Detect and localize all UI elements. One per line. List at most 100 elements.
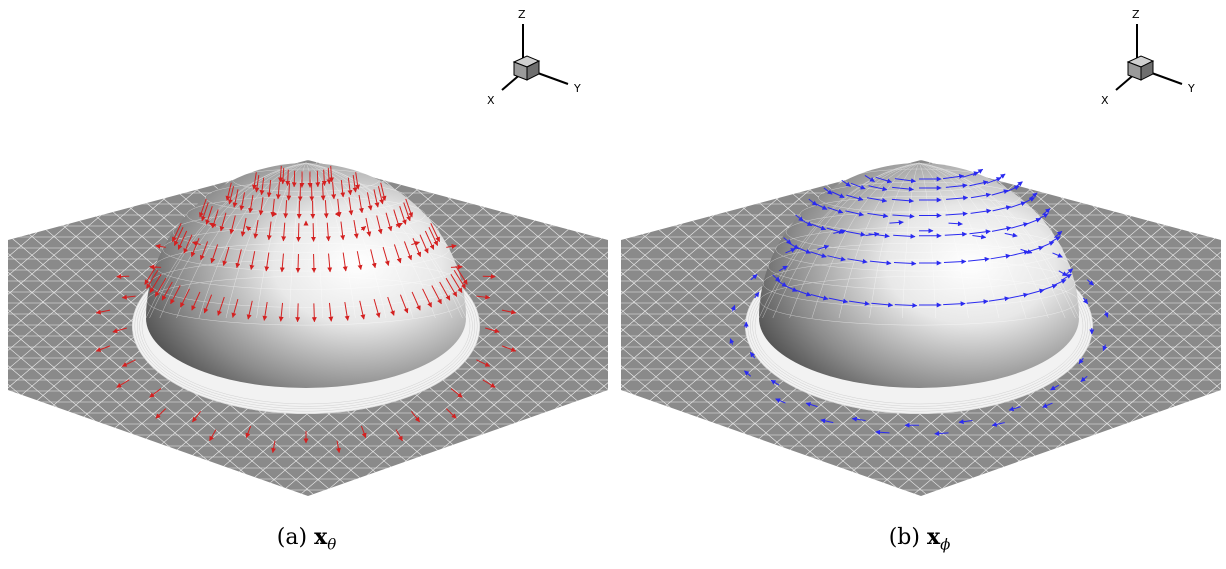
vector-arrow xyxy=(340,179,346,198)
vector-arrow xyxy=(992,205,1012,212)
dome-a xyxy=(132,162,480,414)
vector-arrow xyxy=(1042,208,1051,216)
vector-arrow xyxy=(246,300,253,320)
axes-cube-right xyxy=(1140,60,1154,81)
vector-arrow xyxy=(866,197,888,203)
vector-arrow xyxy=(795,289,812,297)
vector-field-a xyxy=(95,165,517,454)
vector-arrow xyxy=(387,296,395,316)
vector-arrow xyxy=(266,221,272,241)
vector-arrow xyxy=(865,231,880,237)
vector-arrow xyxy=(958,419,973,425)
vector-arrow xyxy=(1041,284,1058,291)
vector-arrow xyxy=(945,183,968,189)
vector-arrow xyxy=(172,223,182,243)
vector-arrow xyxy=(291,170,297,188)
vector-arrow xyxy=(485,327,500,334)
vector-arrow xyxy=(146,269,159,289)
caption-a-prefix: (a) xyxy=(276,525,308,550)
vector-arrow xyxy=(380,182,387,202)
dome-surface xyxy=(759,163,1079,388)
vector-arrow xyxy=(283,200,289,219)
vector-arrow xyxy=(279,253,285,273)
vector-arrow xyxy=(1008,406,1021,412)
vector-arrow xyxy=(373,189,380,208)
vector-arrow xyxy=(892,186,914,192)
vector-arrow xyxy=(155,243,166,249)
vector-arrow xyxy=(810,293,829,301)
vector-arrow xyxy=(864,175,875,182)
vector-arrow xyxy=(376,215,383,235)
vector-arrow xyxy=(335,440,341,454)
vector-arrow xyxy=(831,191,845,198)
vector-arrow xyxy=(1040,241,1055,248)
vector-arrow xyxy=(422,288,432,308)
vector-arrow xyxy=(411,241,421,246)
vector-arrow xyxy=(772,274,781,282)
vector-arrow xyxy=(340,221,346,241)
y-axis-label: Y xyxy=(573,82,581,95)
vector-arrow xyxy=(190,238,200,258)
vector-arrow xyxy=(278,302,284,322)
vector-arrow xyxy=(248,194,254,214)
vector-arrow xyxy=(1061,273,1072,281)
vector-arrow xyxy=(893,260,917,266)
vector-arrow xyxy=(231,299,239,318)
vector-arrow xyxy=(1004,232,1018,238)
vector-arrow xyxy=(966,299,989,305)
vector-arrow xyxy=(501,309,517,315)
vector-arrow xyxy=(970,208,992,214)
vector-arrow xyxy=(210,244,219,264)
axes-triad-a: Z X Y xyxy=(487,8,581,107)
x-axis-label: X xyxy=(487,94,495,107)
vector-arrow xyxy=(787,242,800,250)
vector-arrow xyxy=(823,187,833,195)
vector-arrow xyxy=(370,249,377,269)
vector-arrow xyxy=(95,345,111,352)
vector-arrow xyxy=(891,198,914,204)
panel-b: Z X Y (b) xϕ xyxy=(613,0,1226,569)
axes-triad-b: Z X Y xyxy=(1101,8,1195,107)
dome-b xyxy=(745,162,1093,414)
vector-arrow xyxy=(754,291,760,299)
caption-a-subscript: θ xyxy=(327,535,337,554)
vector-arrow xyxy=(272,210,278,217)
vector-arrow xyxy=(1103,311,1109,318)
y-axis-line xyxy=(1148,71,1183,85)
vector-arrow xyxy=(95,309,111,315)
vector-arrow xyxy=(217,296,225,316)
vector-arrow xyxy=(445,408,457,419)
vector-arrow xyxy=(1050,384,1060,391)
vector-arrow xyxy=(121,359,136,367)
vector-arrow xyxy=(403,241,413,261)
vector-arrow xyxy=(329,165,334,183)
vector-arrow xyxy=(245,226,252,232)
vector-arrow xyxy=(170,285,181,305)
vector-arrow xyxy=(323,200,329,219)
vector-arrow xyxy=(946,195,969,201)
vector-arrow xyxy=(382,246,390,266)
vector-arrow xyxy=(450,273,463,293)
vector-arrow xyxy=(1042,402,1053,408)
vector-arrow xyxy=(395,222,403,228)
vector-arrow xyxy=(827,207,844,214)
vector-arrow xyxy=(729,338,735,345)
vector-arrow xyxy=(1011,222,1029,229)
vector-arrow xyxy=(1102,344,1108,352)
vector-arrow xyxy=(259,177,265,196)
vector-arrow xyxy=(943,173,965,180)
vector-arrow xyxy=(1082,297,1089,305)
vector-arrow xyxy=(847,258,868,264)
vector-arrow xyxy=(875,176,893,184)
vector-arrow xyxy=(412,238,422,258)
vector-arrow xyxy=(331,181,337,200)
vector-arrow xyxy=(944,231,968,237)
vector-arrow xyxy=(393,244,402,264)
vector-arrow xyxy=(251,172,257,190)
vector-arrow xyxy=(225,182,232,202)
vector-arrow xyxy=(173,226,184,247)
vector-arrow xyxy=(155,408,167,419)
vector-arrow xyxy=(845,230,866,237)
vector-arrow xyxy=(235,249,242,269)
vector-arrow xyxy=(264,252,270,272)
